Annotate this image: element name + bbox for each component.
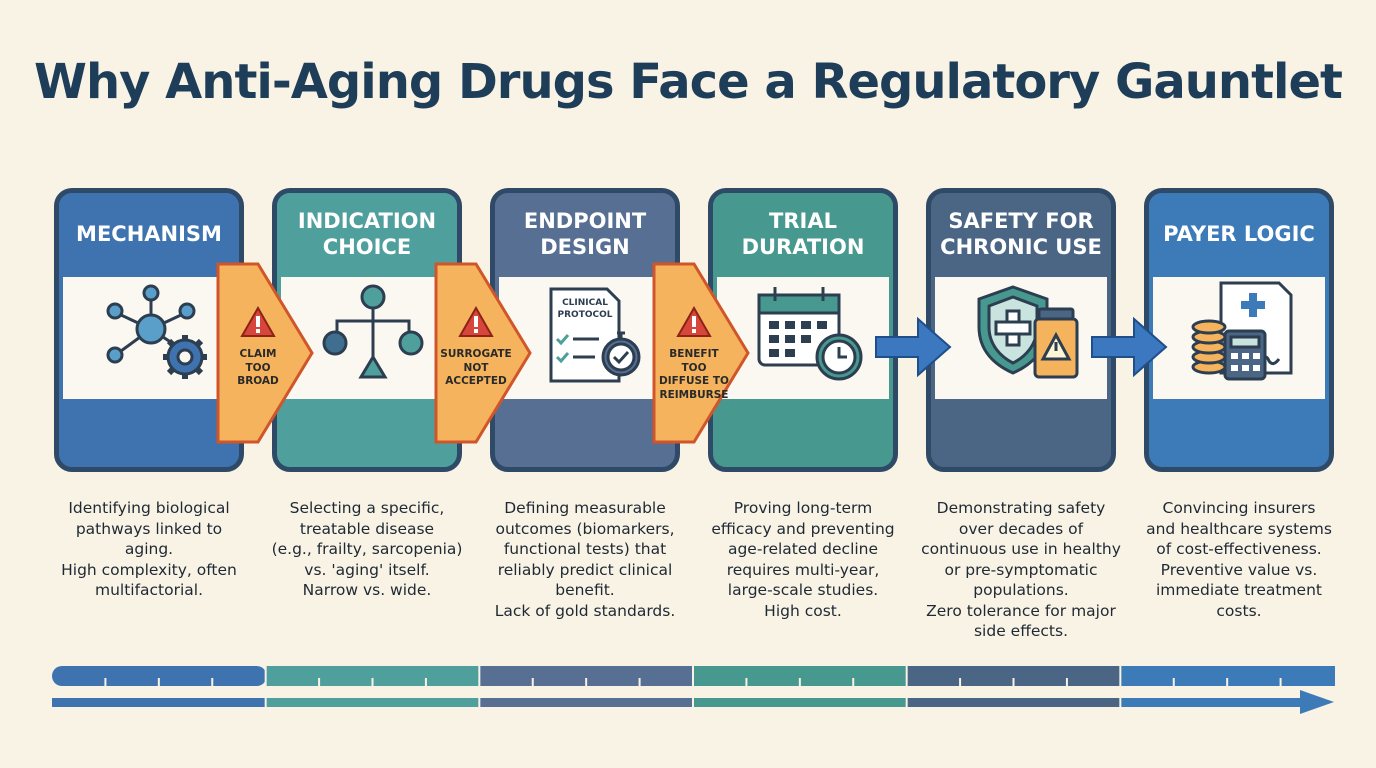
warning-chevron: CLAIM TOO BROAD: [216, 262, 316, 444]
calendar-clock-icon: [757, 287, 863, 381]
warning-chevron: SURROGATE NOT ACCEPTED: [434, 262, 534, 444]
stage-description: Demonstrating safety over decades of con…: [921, 499, 1121, 640]
stage-card-indication-choice: INDICATION CHOICE: [272, 188, 462, 472]
stage-card-endpoint-design: ENDPOINT DESIGN CLINICAL PROTOCOL: [490, 188, 680, 472]
stage-panel: [935, 277, 1107, 399]
stage-title: PAYER LOGIC: [1149, 193, 1329, 275]
warning-chevron-shape: [434, 262, 532, 444]
timeline-segment-lower: [1120, 698, 1300, 707]
stage-card-trial-duration: TRIAL DURATION: [708, 188, 898, 472]
molecule-gear-icon: [106, 284, 207, 379]
decision-tree-icon: [322, 284, 424, 379]
page-title: Why Anti-Aging Drugs Face a Regulatory G…: [34, 54, 1343, 110]
flow-arrow-icon: [875, 316, 952, 378]
stage-description: Selecting a specific, treatable disease …: [271, 499, 463, 599]
protocol-text: CLINICAL: [562, 298, 608, 308]
stage-title: INDICATION CHOICE: [277, 193, 457, 275]
stage-card-safety-chronic-use: SAFETY FOR CHRONIC USE: [926, 188, 1116, 472]
stage-panel: [281, 277, 453, 399]
timeline-segment-lower: [906, 698, 1122, 707]
stage-card-mechanism: MECHANISM: [54, 188, 244, 472]
clinical-protocol-icon: CLINICAL PROTOCOL: [549, 287, 641, 383]
warning-label: BENEFIT TOO DIFFUSE TO REIMBURSE: [659, 348, 729, 401]
timeline-segment-lower: [693, 698, 908, 707]
stage-description: Identifying biological pathways linked t…: [61, 499, 237, 599]
timeline-segment-lower: [265, 698, 481, 707]
stage-description: Defining measurable outcomes (biomarkers…: [494, 499, 676, 620]
stage-title: SAFETY FOR CHRONIC USE: [931, 193, 1111, 275]
timeline-segments: [52, 666, 1335, 707]
stage-title: ENDPOINT DESIGN: [495, 193, 675, 275]
warning-chevron: BENEFIT TOO DIFFUSE TO REIMBURSE: [652, 262, 752, 444]
stage-panel: CLINICAL PROTOCOL: [499, 277, 671, 399]
protocol-text: PROTOCOL: [558, 310, 613, 320]
shield-pill-bottle-icon: [977, 285, 1079, 379]
warning-label: CLAIM TOO BROAD: [237, 348, 279, 387]
flow-arrow-icon: [1091, 316, 1168, 378]
stage-card-payer-logic: PAYER LOGIC: [1144, 188, 1334, 472]
stage-title: TRIAL DURATION: [713, 193, 893, 275]
timeline-arrowhead-icon: [1300, 690, 1334, 714]
warning-chevron-shape: [652, 262, 750, 444]
warning-label: SURROGATE NOT ACCEPTED: [440, 348, 512, 387]
stage-panel: [717, 277, 889, 399]
timeline-segment-lower: [52, 698, 267, 707]
stage-description: Convincing insurers and healthcare syste…: [1146, 499, 1332, 620]
timeline-bar: [52, 666, 1335, 714]
timeline-segment-lower: [479, 698, 694, 707]
stage-panel: [63, 277, 235, 399]
coins-calculator-invoice-icon: [1191, 281, 1293, 381]
warning-chevron-shape: [216, 262, 314, 444]
stage-title: MECHANISM: [59, 193, 239, 275]
stage-panel: [1153, 277, 1325, 399]
stage-description: Proving long-term efficacy and preventin…: [711, 499, 895, 620]
